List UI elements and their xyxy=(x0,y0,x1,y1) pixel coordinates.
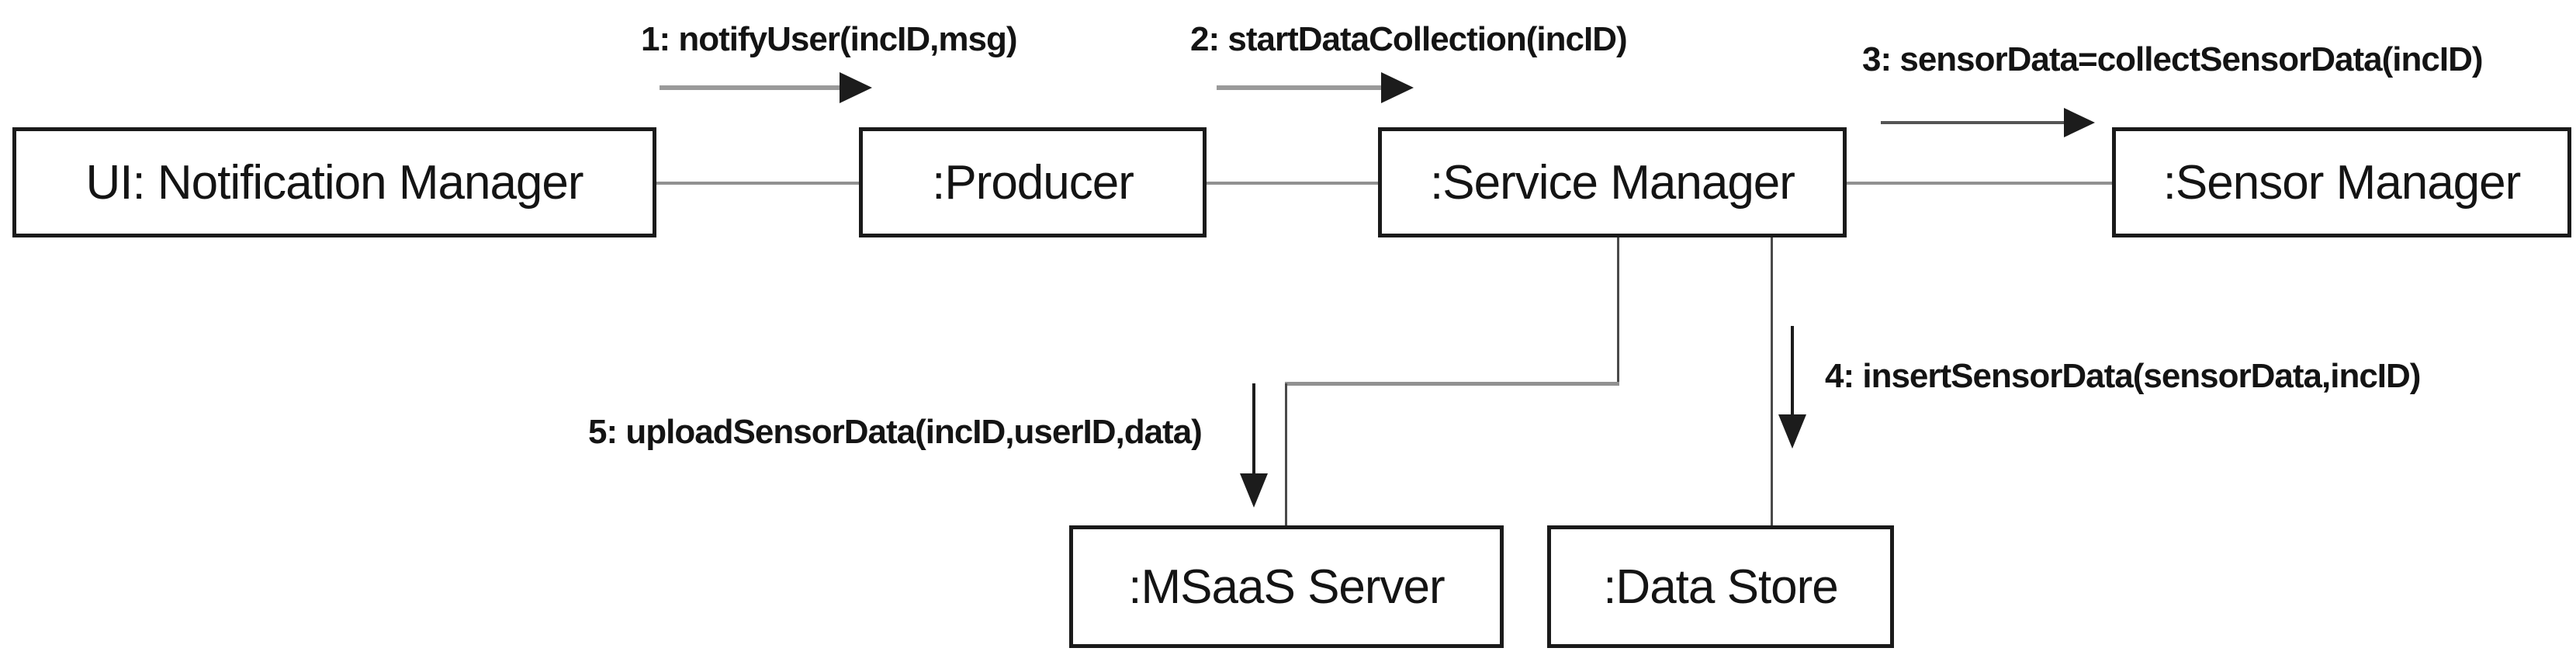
link-service-manager-to-msaas-segment-down xyxy=(1617,237,1619,385)
link-service-manager-to-msaas-segment-across xyxy=(1285,382,1619,386)
node-ui-notification-manager-label: UI: Notification Manager xyxy=(85,155,583,210)
message-1-arrow-shaft xyxy=(660,85,840,90)
node-producer: :Producer xyxy=(859,127,1207,237)
node-service-manager: :Service Manager xyxy=(1378,127,1847,237)
message-5-arrow-shaft xyxy=(1252,383,1255,473)
message-3-arrowhead-right-icon xyxy=(2064,108,2095,137)
message-4-arrowhead-down-icon xyxy=(1778,414,1806,449)
link-producer-to-service-manager xyxy=(1207,182,1378,185)
node-ui-notification-manager: UI: Notification Manager xyxy=(12,127,656,237)
message-4-label: 4: insertSensorData(sensorData,incID) xyxy=(1825,357,2421,395)
message-3-label: 3: sensorData=collectSensorData(incID) xyxy=(1862,40,2484,78)
message-2-arrow-shaft xyxy=(1217,85,1381,90)
node-msaas-server-label: :MSaaS Server xyxy=(1128,560,1445,614)
node-sensor-manager-label: :Sensor Manager xyxy=(2162,155,2522,210)
message-1-label: 1: notifyUser(incID,msg) xyxy=(641,20,1018,58)
message-1-arrowhead-right-icon xyxy=(840,72,872,103)
message-2-label: 2: startDataCollection(incID) xyxy=(1190,20,1628,58)
message-3-arrow-shaft xyxy=(1881,121,2064,124)
message-5-label: 5: uploadSensorData(incID,userID,data) xyxy=(588,413,1203,451)
message-4-arrow-shaft xyxy=(1791,326,1794,414)
link-service-manager-to-sensor-manager xyxy=(1847,182,2112,185)
node-producer-label: :Producer xyxy=(932,155,1134,210)
message-2-arrowhead-right-icon xyxy=(1381,72,1414,103)
node-data-store-label: :Data Store xyxy=(1603,560,1839,614)
link-ui-to-producer xyxy=(656,182,859,185)
link-service-manager-to-msaas-segment-into-box xyxy=(1285,383,1287,525)
node-data-store: :Data Store xyxy=(1547,525,1894,648)
node-sensor-manager: :Sensor Manager xyxy=(2112,127,2571,237)
node-service-manager-label: :Service Manager xyxy=(1430,155,1795,210)
message-5-arrowhead-down-icon xyxy=(1240,473,1268,508)
node-msaas-server: :MSaaS Server xyxy=(1069,525,1504,648)
link-service-manager-to-data-store xyxy=(1771,237,1773,525)
